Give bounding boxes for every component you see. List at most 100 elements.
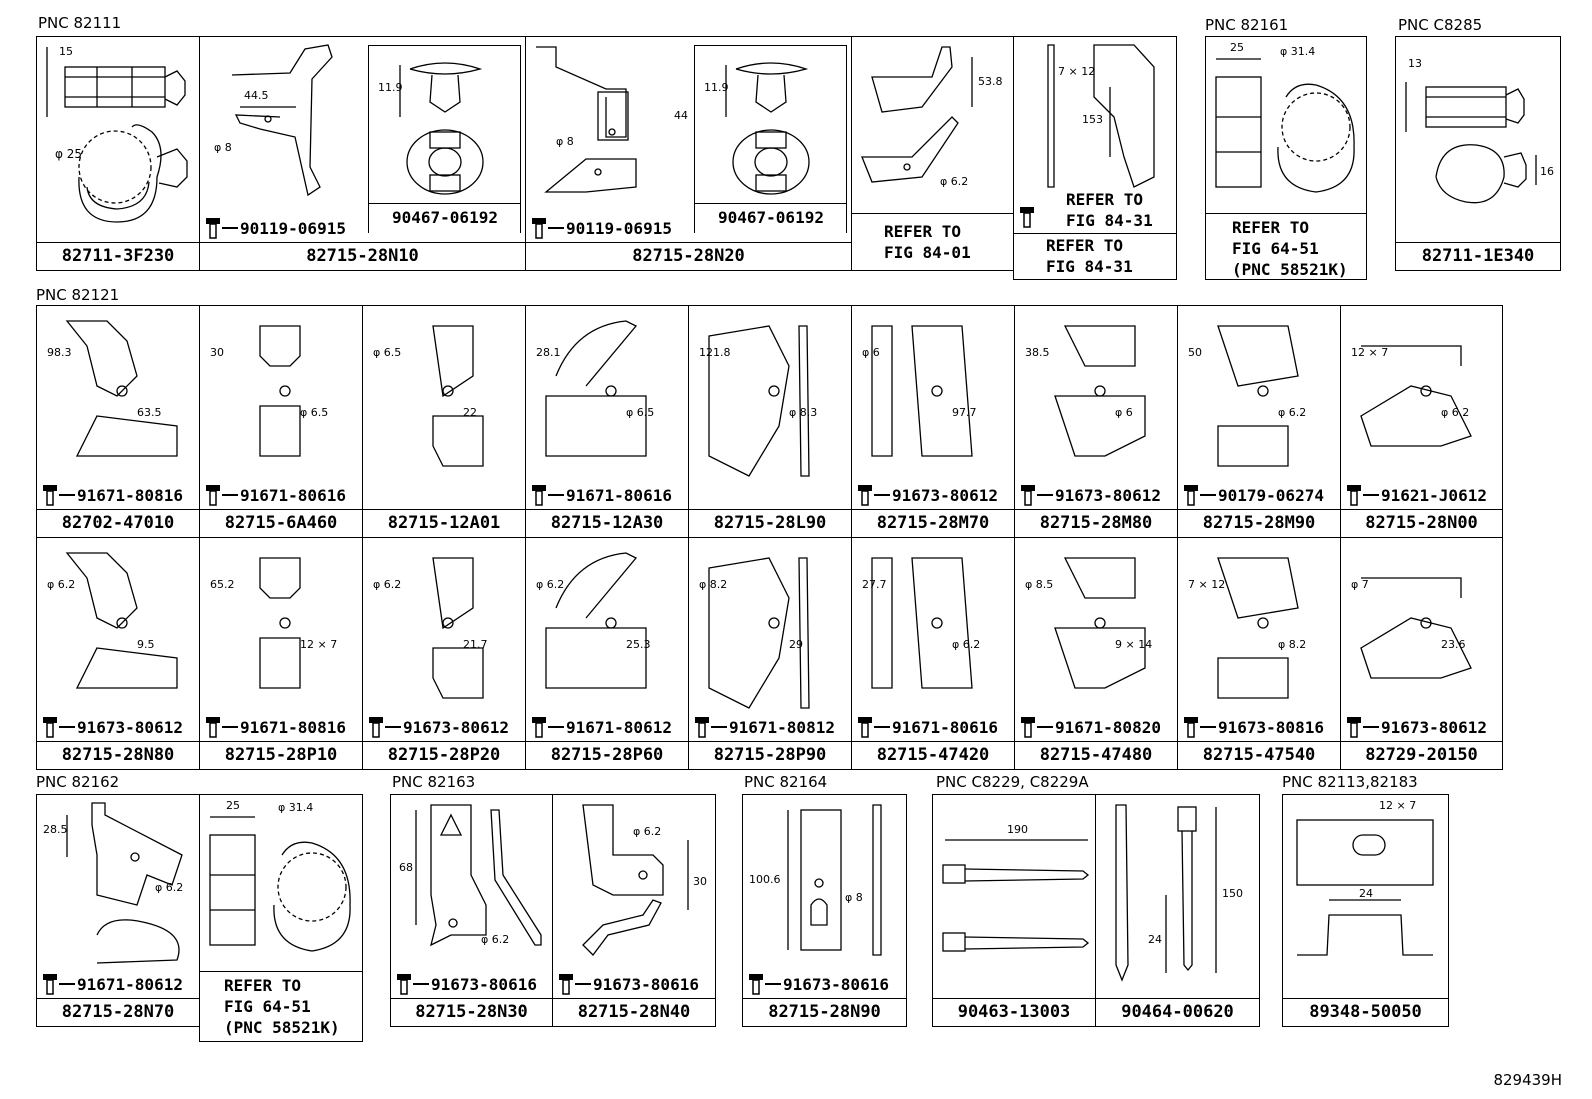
dim-label: 30 [693,875,707,888]
dim-label: 63.5 [137,406,162,419]
bracket-drawing [432,557,484,699]
bolt-icon [1182,483,1200,507]
bolt-part-number: 91673-80612 [403,717,509,737]
part-cell-82711-1E340[interactable]: 13 16 82711-1E340 [1395,36,1561,271]
part-cell-82715-28N40[interactable]: φ 6.2 30 91673-80616 82715-28N40 [552,794,716,1027]
mounting-hole [605,617,617,629]
part-number: 82715-28N20 [526,242,851,270]
part-cell-refer-fig-64-51[interactable]: 25 φ 31.4 REFER TO FIG 64-51 (PNC 58521K… [1205,36,1367,280]
part-cell-90464-00620[interactable]: 150 24 90464-00620 [1095,794,1260,1027]
dim-label: 23.6 [1441,638,1466,651]
part-cell-82715-28N20[interactable]: 44 φ 8 11.9 90467-06192 90119-06915 8271… [525,36,852,271]
part-cell-90463-13003[interactable]: 190 90463-13003 [932,794,1096,1027]
bolt-callout: 91671-80612 [530,715,672,739]
bracket-outline [708,325,810,477]
part-number: 82715-28N80 [37,741,199,769]
bolt-callout: 91671-80816 [204,715,346,739]
part-number: 82702-47010 [37,509,199,537]
mounting-hole [442,617,454,629]
part-number: 82715-28N40 [553,998,715,1026]
dim-label: 150 [1222,887,1243,900]
bracket-drawing [65,552,178,689]
bolt-icon [557,972,575,996]
dim-label: 44 [674,109,688,122]
part-cell-refer-fig-84-31[interactable]: 7 × 12 153 REFER TO FIG 84-31 REFER TO F… [1013,36,1177,280]
part-number: 82715-28N00 [1341,509,1502,537]
bolt-part-number: 91671-80816 [240,717,346,737]
part-number: 82715-28M70 [852,509,1014,537]
bracket-outline [545,552,647,689]
clamp-drawing [46,47,188,223]
dim-label: 9.5 [137,638,155,651]
part-number: 90463-13003 [933,998,1095,1026]
part-cell-82715-28N90[interactable]: 100.6 φ 8 91673-80616 82715-28N90 [742,794,907,1027]
dim-label: φ 6.5 [626,406,655,419]
dim-label: φ 8.2 [699,578,728,591]
dim-label: φ 31.4 [1280,45,1316,58]
part-cell-82715-28N70[interactable]: 28.5 φ 6.2 91671-80612 82715-28N70 [36,794,200,1027]
dim-label: φ 25 [55,147,82,161]
dim-label: 68 [399,861,413,874]
part-cell-82715-28N30[interactable]: 68 φ 6.2 91673-80616 82715-28N30 [390,794,553,1027]
part-cell-82711-3F230[interactable]: 15 φ 25 82711-3F230 [36,36,200,271]
dim-label: φ 6.2 [155,881,184,894]
bolt-callout: 91673-80816 [1182,715,1324,739]
bolt-part-number: 91621-J0612 [1381,485,1487,505]
part-cell-89348-50050[interactable]: 12 × 7 24 89348-50050 [1282,794,1449,1027]
bolt-callout: 90119-06915 [530,216,672,240]
bracket-drawing [536,46,637,193]
part-number: 82715-47420 [852,741,1014,769]
clamp-drawing [209,816,351,952]
cable-tie-drawing [1115,804,1217,982]
dim-label: 25 [1230,41,1244,54]
bracket-outline [1360,345,1472,447]
part-cell-refer-fig-64-51-b[interactable]: 25 φ 31.4 REFER TO FIG 64-51 (PNC 58521K… [199,794,363,1042]
part-cell-82715-28N10[interactable]: 44.5 φ 8 11.9 90467-06192 90119-06915 82… [199,36,526,271]
part-number: 82715-28M80 [1015,509,1177,537]
bracket-drawing [871,557,973,689]
bolt-icon [1019,715,1037,739]
bolt-callout: 91673-80612 [1019,483,1161,507]
dim-label: φ 6 [1115,406,1133,419]
bracket-drawing [545,552,647,689]
bracket-outline [432,325,484,467]
bracket-drawing [231,44,333,197]
dim-label: φ 31.4 [278,801,314,814]
bracket-drawing [708,325,810,477]
part-cell-refer-fig-84-01[interactable]: 53.8 φ 6.2 REFER TO FIG 84-01 [851,36,1014,271]
dim-label: 65.2 [210,578,235,591]
part-number: 82715-28P20 [363,741,525,769]
bracket-outline [708,557,810,709]
mounting-hole [1257,385,1269,397]
dim-label: 25 [226,799,240,812]
dim-label: 9 × 14 [1115,638,1153,651]
part-number: 82715-28L90 [689,509,851,537]
bolt-callout: 91673-80612 [856,483,998,507]
mounting-hole [116,385,128,397]
mounting-hole [279,385,291,397]
mounting-hole [931,385,943,397]
part-number: 90464-00620 [1096,998,1259,1026]
part-number: 82715-47480 [1015,741,1177,769]
dim-label: 153 [1082,113,1103,126]
bracket-drawing [259,557,301,689]
bracket-outline [1217,557,1299,699]
